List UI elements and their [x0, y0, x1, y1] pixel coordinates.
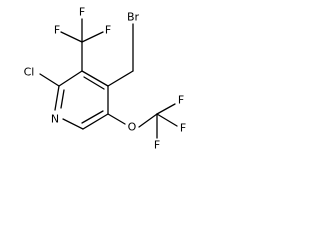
atom-f-right-mid: F [180, 122, 186, 135]
bond-ocf3-f-top [156, 103, 176, 115]
bond-cf3-f-left [60, 31, 83, 43]
bond-c2-c3 [58, 70, 83, 87]
bond-c4-ch2 [107, 70, 134, 87]
bond-ocf3-f-mid [156, 113, 178, 127]
atom-o: O [128, 121, 137, 134]
atom-f-top-mid: F [79, 6, 85, 19]
bond-c5-o [107, 113, 126, 125]
substituent-bonds [39, 18, 178, 139]
atom-f-right-top: F [178, 94, 184, 107]
atom-n: N [51, 113, 59, 126]
chemical-structure: Br Cl N O F F F F F F [24, 6, 187, 152]
bond-c3-c4-double [83, 76, 105, 90]
atom-cl: Cl [24, 66, 35, 79]
pyridine-ring [54, 70, 109, 130]
atom-labels: Br Cl N O F F F F F F [24, 6, 187, 152]
atom-br: Br [127, 11, 140, 24]
bond-c5-c6-double [81, 110, 104, 124]
bond-c2-cl [39, 73, 60, 87]
atom-f-top-right: F [105, 24, 111, 37]
bond-n-c2 [54, 85, 60, 111]
bond-c5-c6 [82, 113, 109, 130]
bond-cf3-f-right [81, 31, 104, 43]
bond-c3-c4 [81, 70, 109, 87]
bond-n-c2-double [60, 89, 65, 109]
bond-c6-n [62, 118, 84, 130]
bond-o-cf3 [138, 113, 158, 128]
atom-f-top-left: F [54, 24, 60, 37]
atom-f-right-bottom: F [154, 139, 160, 152]
